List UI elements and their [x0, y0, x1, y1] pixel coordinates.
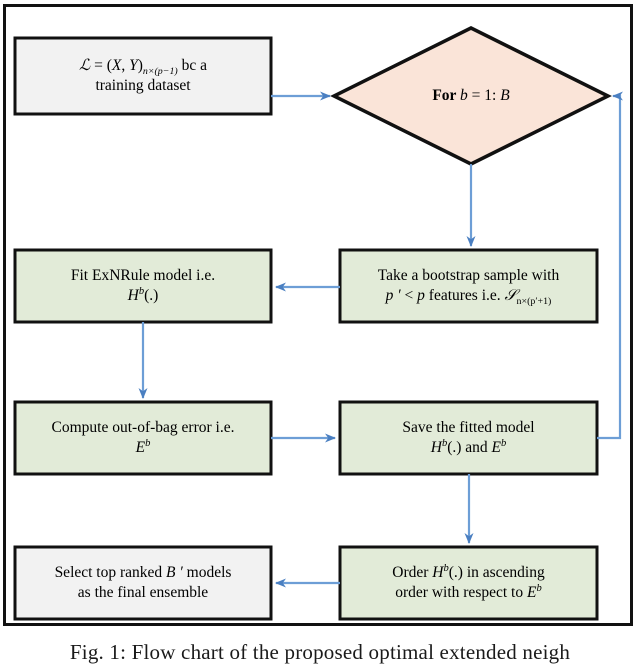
label-line: Eb: [136, 438, 151, 458]
label-part: 𝒮: [504, 287, 517, 304]
label-part: = 1:: [467, 87, 501, 105]
node-select-top-ranked: [13, 545, 273, 621]
node-save-model: [338, 400, 599, 476]
label-part: b: [441, 437, 448, 449]
label-part: For: [432, 87, 461, 105]
label-part: b: [138, 285, 145, 297]
label-line: Save the fitted model: [402, 418, 534, 438]
label-part: b: [145, 437, 151, 449]
label-part: Order: [392, 564, 433, 582]
node-training-dataset: [13, 36, 273, 116]
label-part: (.) in ascending: [448, 564, 545, 582]
label-part: n×(p−1): [142, 66, 178, 78]
label-part: features i.e.: [424, 287, 505, 304]
label-part: b: [501, 437, 507, 449]
label-part: <: [400, 287, 418, 304]
label-part: X: [111, 57, 122, 75]
label-line: For b = 1: B: [432, 86, 509, 106]
label-line: Order Hb(.) in ascending: [392, 563, 544, 583]
node-oob-error: [13, 400, 273, 476]
label-line: p ′ < p features i.e. 𝒮n×(p′+1): [385, 286, 552, 308]
label-part: H: [432, 564, 444, 582]
label-part: (.) and: [447, 439, 492, 456]
figure-caption: Fig. 1: Flow chart of the proposed optim…: [0, 632, 640, 664]
label-part: ,: [121, 57, 130, 75]
label-line: Compute out-of-bag error i.e.: [52, 418, 235, 438]
label-part: H: [127, 287, 139, 304]
label-part: n×(p′+1): [516, 296, 552, 308]
label-part: as the final ensemble: [77, 584, 209, 601]
label-part: H: [430, 439, 442, 456]
label-part: E: [526, 584, 537, 601]
label-part: p: [417, 287, 425, 304]
figure-caption-text: Fig. 1: Flow chart of the proposed optim…: [69, 640, 571, 664]
label-part: B: [500, 87, 510, 105]
label-part: p ′: [385, 287, 401, 304]
label-part: b: [536, 582, 542, 594]
label-part: (.): [144, 287, 159, 304]
label-part: b: [460, 87, 468, 105]
label-part: ℒ: [79, 57, 91, 75]
label-part: E: [491, 439, 501, 456]
node-fit-exnrule: [13, 248, 273, 324]
label-oob-error: Compute out-of-bag error i.e.Eb: [15, 402, 271, 474]
label-part: order with respect to: [395, 584, 527, 601]
label-part: ): [137, 57, 143, 75]
label-part: Fit ExNRule model i.e.: [70, 267, 216, 285]
label-line: Fit ExNRule model i.e.: [71, 266, 215, 286]
label-line: as the final ensemble: [78, 583, 208, 603]
label-part: B ′: [166, 564, 183, 582]
label-part: Y: [129, 57, 138, 75]
label-line: Hb(.) and Eb: [431, 438, 507, 458]
label-fit-exnrule: Fit ExNRule model i.e.Hb(.): [15, 250, 271, 322]
label-part: Take a bootstrap sample with: [377, 267, 560, 285]
label-for-loop: For b = 1: B: [334, 28, 608, 164]
label-line: order with respect to Eb: [395, 583, 541, 603]
label-line: training dataset: [95, 76, 190, 96]
label-part: models: [182, 564, 232, 582]
label-line: Select top ranked B ′ models: [55, 563, 232, 583]
label-part: training dataset: [95, 77, 191, 94]
label-part: Save the fitted model: [402, 419, 535, 437]
label-line: Hb(.): [128, 286, 159, 306]
edge-save-to-loop-feedback: [597, 91, 623, 440]
node-order-models: [338, 545, 599, 621]
label-part: bc a: [177, 57, 207, 75]
label-part: = (: [90, 57, 112, 75]
label-part: Compute out-of-bag error i.e.: [51, 419, 235, 437]
label-line: Take a bootstrap sample with: [378, 266, 559, 286]
label-part: E: [135, 439, 146, 456]
label-part: b: [443, 563, 449, 575]
label-line: ℒ = (X, Y)n×(p−1) bc a: [79, 56, 207, 78]
node-bootstrap-sample: [338, 248, 599, 324]
label-part: Select top ranked: [54, 564, 167, 582]
